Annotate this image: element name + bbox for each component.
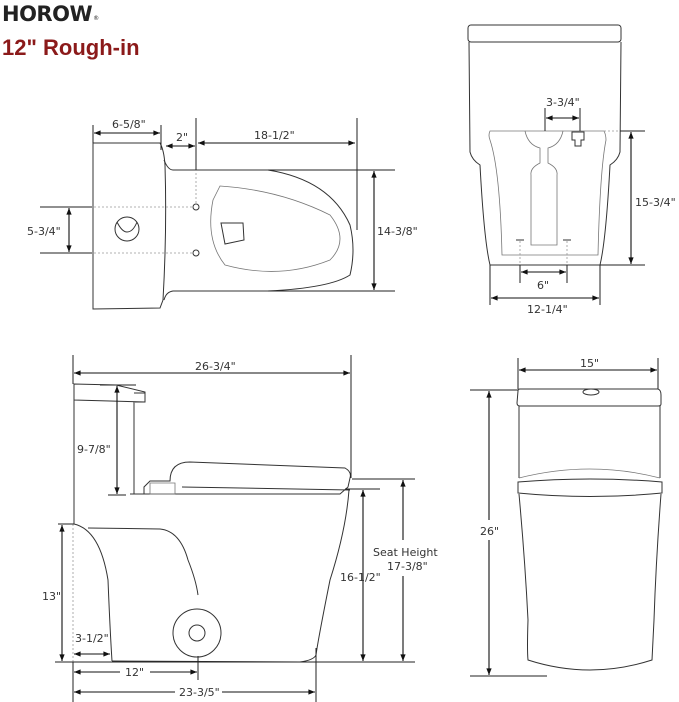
top-view: 6-5/8" 2" 18-1/2" 5-3/4" 14-3/8" (27, 118, 418, 310)
brand-name: HOROW (2, 2, 93, 26)
gap-label: 2" (176, 131, 188, 144)
seat-height-caption: Seat Height (373, 546, 438, 559)
tank-depth-label: 6-5/8" (112, 118, 146, 131)
base-height-label: 15-3/4" (635, 196, 676, 209)
brand-logo: HOROW® (2, 2, 99, 26)
wall-offset-label: 3-1/2" (75, 632, 109, 645)
bowl-width-label: 14-3/8" (377, 225, 418, 238)
base-width-label: 12-1/4" (527, 303, 568, 316)
page-title: 12" Rough-in (2, 35, 140, 60)
front-width-label: 15" (580, 357, 599, 370)
bowl-length-label: 18-1/2" (254, 129, 295, 142)
base-length-label: 23-3/5" (179, 686, 220, 699)
tank-height-label: 9-7/8" (77, 443, 111, 456)
trademark-symbol: ® (93, 15, 99, 22)
rough-in-label: 12" (125, 666, 144, 679)
side-view: 26-3/4" 9-7/8" 13" 3-1/2" 12" 23-3/5" 16… (42, 355, 438, 702)
bowl-height-label: 16-1/2" (340, 571, 381, 584)
seat-height-label: 17-3/8" (387, 560, 428, 573)
supply-height-label: 13" (42, 590, 61, 603)
overall-height-label: 26" (480, 525, 499, 538)
front-view: 15" 26" (470, 357, 663, 677)
supply-offset-label: 3-3/4" (546, 96, 580, 109)
overall-length-label: 26-3/4" (195, 360, 236, 373)
bottom-bolt-spacing-label: 6" (537, 279, 549, 292)
bottom-view: 3-3/4" 15-3/4" 6" 12-1/4" (467, 24, 676, 316)
bolt-spacing-label: 5-3/4" (27, 225, 61, 238)
